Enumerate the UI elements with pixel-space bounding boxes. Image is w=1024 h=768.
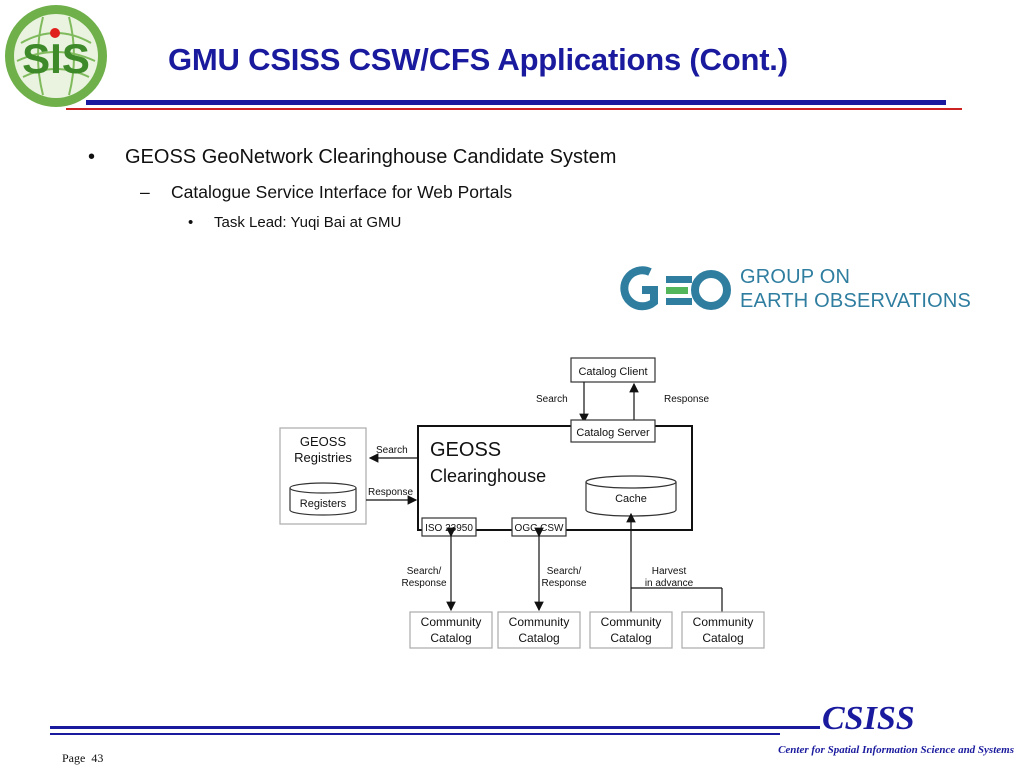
geo-logo-line1: GROUP ON — [740, 266, 851, 288]
response-label-top: Response — [664, 394, 709, 405]
svg-text:Community: Community — [421, 615, 482, 629]
bullet-dot: • — [88, 146, 96, 168]
community-catalog-2: Community Catalog — [497, 611, 581, 649]
bullet-dash: – — [140, 182, 150, 202]
footer-brand: CSISS — [822, 700, 915, 737]
cache-cylinder-top — [585, 475, 677, 489]
svg-text:Catalog: Catalog — [518, 631, 559, 645]
registries-title-2: Registries — [294, 450, 352, 465]
community-catalog-4: Community Catalog — [681, 611, 765, 649]
footer-subtitle: Center for Spatial Information Science a… — [778, 744, 1014, 756]
bullet-level1: GEOSS GeoNetwork Clearinghouse Candidate… — [125, 146, 617, 168]
geo-logo-line2: EARTH OBSERVATIONS — [740, 290, 972, 312]
svg-text:Community: Community — [509, 615, 570, 629]
community-catalog-1: Community Catalog — [409, 611, 493, 649]
svg-text:Community: Community — [601, 615, 662, 629]
catalog-server-box — [570, 419, 656, 443]
registers-cylinder — [289, 488, 357, 516]
iso-search-label: Search/ — [407, 566, 442, 577]
cache-label: Cache — [615, 493, 647, 505]
footer-rule-2 — [50, 733, 780, 735]
harvest-label-1: Harvest — [652, 566, 687, 577]
logo-red-dot — [50, 28, 60, 38]
iso-label: ISO 23950 — [425, 523, 473, 534]
clearinghouse-title-2: Clearinghouse — [430, 466, 546, 486]
registry-search-label: Search — [376, 445, 408, 456]
harvest-label-2: in advance — [645, 578, 694, 589]
registers-cylinder-top — [289, 482, 357, 494]
catalog-server-label: Catalog Server — [576, 427, 650, 439]
geo-logo-mark — [620, 266, 731, 311]
footer-rule-1 — [50, 726, 820, 729]
logo-letters: SIS — [22, 35, 90, 82]
ogc-response-label: Response — [541, 578, 586, 589]
architecture-diagram: Catalog Client Search Response Catalog S… — [279, 357, 765, 649]
svg-text:Catalog: Catalog — [430, 631, 471, 645]
ogc-label: OGC CSW — [515, 523, 564, 534]
slide-title: GMU CSISS CSW/CFS Applications (Cont.) — [168, 42, 788, 77]
community-catalog-3: Community Catalog — [589, 611, 673, 649]
iso-response-label: Response — [401, 578, 446, 589]
clearinghouse-title-1: GEOSS — [430, 439, 501, 461]
sis-logo: SIS — [5, 5, 107, 107]
svg-text:Community: Community — [693, 615, 754, 629]
catalog-client-label: Catalog Client — [578, 366, 647, 378]
page-number: Page 43 — [62, 751, 104, 765]
registers-label: Registers — [300, 498, 347, 510]
title-rule-red — [66, 108, 962, 110]
bullet-level3: Task Lead: Yuqi Bai at GMU — [214, 214, 402, 231]
title-rule-blue — [86, 100, 946, 105]
catalog-client-box — [570, 357, 656, 383]
svg-text:Catalog: Catalog — [702, 631, 743, 645]
registry-response-label: Response — [368, 487, 413, 498]
registries-title-1: GEOSS — [300, 434, 347, 449]
svg-text:Catalog: Catalog — [610, 631, 651, 645]
search-label-top: Search — [536, 394, 568, 405]
ogc-search-label: Search/ — [547, 566, 582, 577]
bullet-level2: Catalogue Service Interface for Web Port… — [171, 182, 513, 202]
bullet-dot-small: • — [188, 214, 194, 231]
